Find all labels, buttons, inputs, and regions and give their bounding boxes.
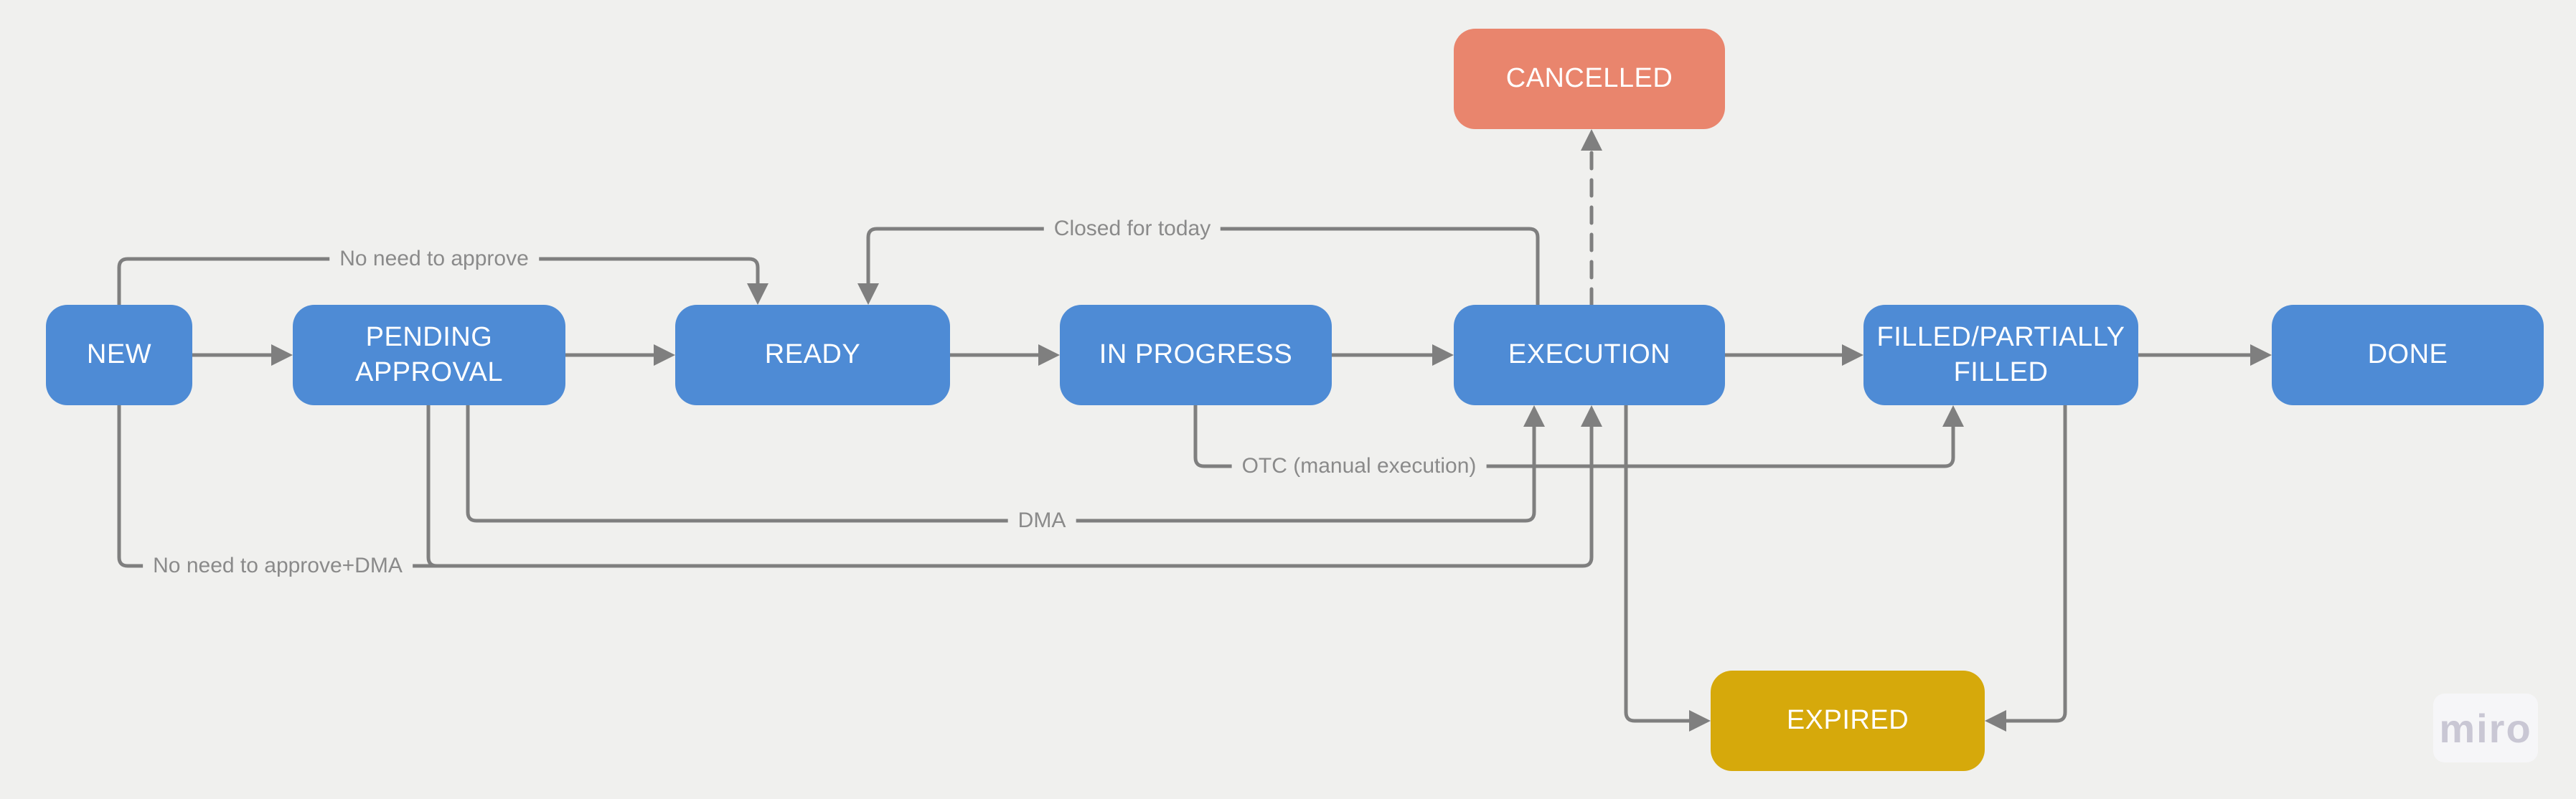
edge-label-closed-for-today[interactable]: Closed for today bbox=[1043, 215, 1221, 242]
state-label-expired: EXPIRED bbox=[1786, 705, 1909, 736]
edge-filled-to-expired[interactable] bbox=[1985, 403, 2067, 732]
state-label-execution: EXECUTION bbox=[1508, 339, 1671, 370]
state-box-pending-approval[interactable]: PENDING APPROVAL bbox=[293, 305, 565, 405]
state-box-filled-partially-filled[interactable]: FILLED/PARTIALLY FILLED bbox=[1863, 305, 2138, 405]
state-label-cancelled: CANCELLED bbox=[1505, 63, 1673, 94]
state-box-execution[interactable]: EXECUTION bbox=[1454, 305, 1725, 405]
state-box-cancelled[interactable]: CANCELLED bbox=[1454, 29, 1725, 129]
edge-label-no-need-to-approve-dma[interactable]: No need to approve+DMA bbox=[143, 552, 413, 580]
state-box-in-progress[interactable]: IN PROGRESS bbox=[1060, 305, 1332, 405]
miro-watermark-logo: miro bbox=[2433, 694, 2538, 762]
edge-pending-joiner[interactable] bbox=[426, 403, 472, 568]
edge-label-otc-manual-execution[interactable]: OTC (manual execution) bbox=[1231, 453, 1487, 480]
state-label-done: DONE bbox=[2367, 339, 2448, 370]
edge-no-need-to-approve-dma[interactable] bbox=[117, 403, 1602, 568]
edge-otc-manual-execution[interactable] bbox=[1193, 403, 1964, 468]
state-box-done[interactable]: DONE bbox=[2272, 305, 2544, 405]
state-label-ready: READY bbox=[764, 339, 861, 370]
state-box-expired[interactable]: EXPIRED bbox=[1711, 671, 1985, 771]
state-label-new: NEW bbox=[86, 339, 152, 370]
state-box-ready[interactable]: READY bbox=[675, 305, 950, 405]
edge-label-no-need-to-approve[interactable]: No need to approve bbox=[329, 245, 539, 273]
state-label-filled-partially-filled: FILLED/PARTIALLY FILLED bbox=[1876, 321, 2125, 387]
state-box-new[interactable]: NEW bbox=[46, 305, 192, 405]
miro-watermark-text: miro bbox=[2439, 705, 2532, 751]
edge-dma[interactable] bbox=[466, 403, 1545, 523]
edge-execution-to-expired[interactable] bbox=[1624, 403, 1711, 732]
state-label-in-progress: IN PROGRESS bbox=[1099, 339, 1293, 370]
edge-label-dma[interactable]: DMA bbox=[1007, 507, 1076, 534]
state-label-pending-approval: PENDING APPROVAL bbox=[354, 321, 504, 387]
